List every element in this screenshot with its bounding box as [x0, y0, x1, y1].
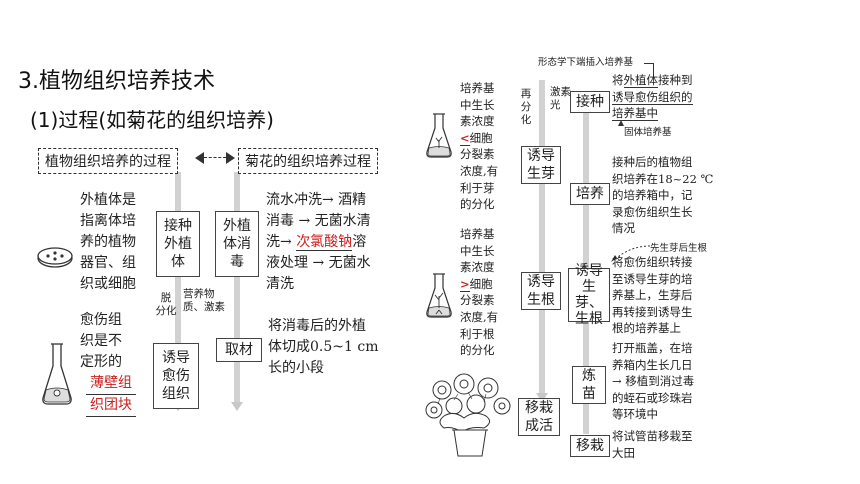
note-solid-medium: 固体培养基 [624, 127, 672, 138]
callus-answer: 薄壁组 织团块 [86, 373, 136, 417]
answer-less-than: < [460, 130, 470, 146]
note-morphology-pointer [653, 63, 654, 77]
box-induce-callus: 诱导 愈伤 组织 [153, 343, 199, 409]
flow-pillar-right-lower [539, 290, 545, 395]
box-harden-seedling: 炼 苗 [572, 366, 606, 404]
answer-sodium-hypochlorite: 次氯酸钠 [296, 234, 353, 251]
label-nutrients-hormones: 营养物 质、激素 [183, 288, 225, 313]
harden-description: 打开瓶盖，在培 养箱内生长几日 → 移植到消过毒 的蛭石或珍珠岩 等环境中 [612, 341, 695, 422]
disinfect-description: 流水冲洗→ 酒精 消毒 → 无菌水清 洗→ 次氯酸钠溶 液处理 → 无菌水 清洗 [266, 192, 371, 292]
shoot-root-description: 将愈伤组织转接 至诱导生芽的培 养基上，生芽后 再转接到诱导生 根的培养基上 [612, 255, 693, 336]
header-arrow-right [226, 152, 235, 164]
header-arrow-dash [204, 157, 226, 158]
box-induce-root: 诱导 生根 [521, 272, 561, 310]
flow-pillar-left [175, 172, 181, 404]
explant-description: 外植体是 指离体培 养的植物 器官、组 织或细胞 [80, 192, 136, 292]
note-solid-medium-arrow [618, 120, 624, 126]
pillar-arrow-lower [536, 393, 548, 402]
callus-description: 愈伤组 织是不 定形的 [80, 312, 122, 370]
header-plant-process: 植物组织培养的过程 [38, 148, 178, 174]
flow-pillar-right [234, 172, 240, 404]
inoculate-description: 将外植体接种到 诱导愈伤组织的 培养基中 [612, 73, 693, 122]
chrysanthemum-plant-icon [425, 373, 511, 457]
box-inoculate: 接种 [570, 91, 610, 113]
answer-greater-than: > [460, 276, 470, 292]
box-take-material: 取材 [216, 338, 262, 362]
label-redifferentiation: 再 分 化 [520, 88, 532, 126]
label-dedifferentiation: 脱 分化 [155, 292, 177, 317]
subsection-title: (1)过程(如菊花的组织培养) [30, 108, 274, 132]
box-inoculate-explant: 接种 外植 体 [156, 211, 200, 277]
flask-icon-shoot [426, 113, 452, 158]
header-chrysanthemum-process: 菊花的组织培养过程 [238, 148, 378, 174]
flask-icon-left [42, 343, 72, 405]
culture-description: 接种后的植物组 织培养在18~22 ℃ 的培养箱中，记 录愈伤组织生长 情况 [612, 155, 714, 236]
transplant-description: 将试管苗移栽至 大田 [612, 429, 693, 460]
flask-icon-root [426, 273, 452, 318]
petri-dish-icon [37, 247, 73, 268]
box-explant-disinfect: 外植 体消 毒 [215, 211, 259, 277]
note-morphology-line [644, 63, 654, 64]
box-induce-shoot: 诱导 生芽 [521, 146, 561, 184]
note-shoot-first: 先生芽后生根 [650, 243, 708, 254]
box-transplant: 移栽 [570, 435, 610, 457]
note-shoot-first-arrow [611, 245, 651, 262]
box-transplant-survive: 移栽 成活 [518, 398, 560, 436]
material-description: 将消毒后的外植 体切成0.5~1 cm 长的小段 [268, 318, 379, 376]
root-medium-description: 培养基 中生长 素浓度 >细胞 分裂素 浓度,有 利于根 的分化 [460, 227, 499, 358]
box-induce-shoot-root: 诱导 生芽、 生根 [568, 263, 610, 327]
header-arrow-left [195, 152, 204, 164]
pillar-arrow-right [231, 402, 243, 411]
box-culture: 培养 [570, 183, 610, 205]
shoot-medium-description: 培养基 中生长 素浓度 <细胞 分裂素 浓度,有 利于芽 的分化 [460, 81, 499, 212]
section-title: 3.植物组织培养技术 [18, 69, 215, 94]
note-morphology: 形态学下端插入培养基 [538, 57, 634, 68]
